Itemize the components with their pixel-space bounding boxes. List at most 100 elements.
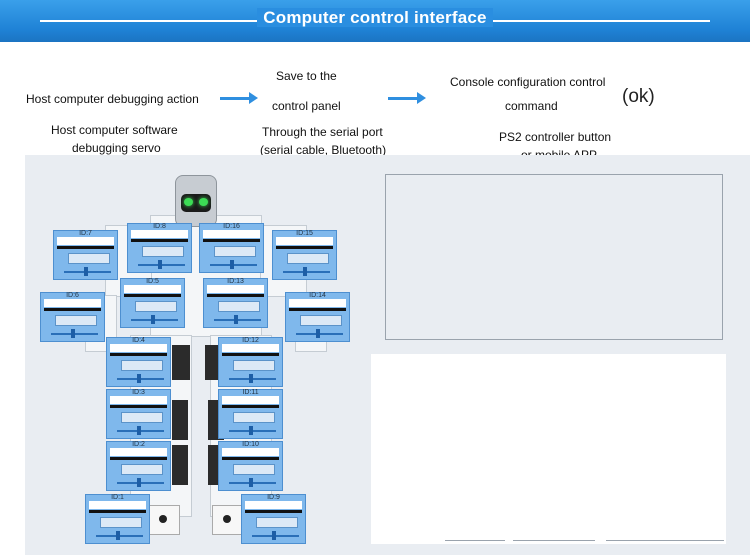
robot-head [175, 175, 217, 227]
servo-value-field[interactable] [233, 360, 275, 371]
servo-stripe [44, 308, 101, 311]
servo-panel[interactable]: ID:7 [53, 230, 118, 280]
servo-slider-knob[interactable] [151, 315, 155, 324]
servo-value-field[interactable] [100, 517, 142, 528]
servo-panel[interactable]: ID:10 [218, 441, 283, 491]
servo-stripe [89, 510, 146, 513]
servo-value-field[interactable] [233, 412, 275, 423]
servo-slider-knob[interactable] [84, 267, 88, 276]
servo-stripe [131, 239, 188, 242]
arrow-right-icon [220, 92, 258, 104]
caption-ps2-line1: PS2 controller button [499, 130, 612, 144]
servo-value-field[interactable] [142, 246, 184, 257]
servo-stripe [207, 294, 264, 297]
servo-slider-knob[interactable] [230, 260, 234, 269]
servo-slider-track [124, 285, 181, 293]
servo-slider-track [222, 448, 279, 456]
servo-slider-knob[interactable] [249, 478, 253, 487]
servo-slider-track [57, 237, 114, 245]
servo-panel[interactable]: ID:12 [218, 337, 283, 387]
footer-button-line [513, 540, 595, 541]
flow-step-debugging: Host computer debugging action [26, 92, 199, 106]
servo-slider-knob[interactable] [158, 260, 162, 269]
servo-panel[interactable]: ID:11 [218, 389, 283, 439]
servo-value-field[interactable] [287, 253, 329, 264]
servo-stripe [110, 457, 167, 460]
servo-value-field[interactable] [68, 253, 110, 264]
servo-slider-knob[interactable] [116, 531, 120, 540]
robot-joint [172, 445, 188, 485]
servo-stripe [124, 294, 181, 297]
robot-joint [172, 400, 188, 440]
servo-slider-track [245, 501, 302, 509]
servo-value-field[interactable] [121, 412, 163, 423]
servo-value-field[interactable] [55, 315, 97, 326]
servo-slider-knob[interactable] [234, 315, 238, 324]
servo-slider-track [289, 299, 346, 307]
servo-stripe [276, 246, 333, 249]
arrow-right-icon [388, 92, 426, 104]
servo-slider-track [203, 230, 260, 238]
servo-id: ID:15 [296, 230, 313, 237]
servo-value-field[interactable] [214, 246, 256, 257]
servo-value-field[interactable] [121, 360, 163, 371]
servo-panel[interactable]: ID:8 [127, 223, 192, 273]
page-title: Computer control interface [0, 8, 750, 28]
robot-eye-icon [184, 198, 193, 206]
servo-slider-track [44, 299, 101, 307]
servo-slider-track [276, 237, 333, 245]
servo-slider-knob[interactable] [137, 426, 141, 435]
servo-panel[interactable]: ID:15 [272, 230, 337, 280]
header-banner: Computer control interface [0, 0, 750, 42]
control-white-area [371, 354, 726, 544]
caption-software-line2: debugging servo [72, 141, 161, 155]
servo-id: ID:1 [111, 494, 124, 501]
foot-screw-icon [223, 515, 231, 523]
servo-stripe [57, 246, 114, 249]
robot-joint [172, 345, 190, 380]
servo-value-field[interactable] [233, 464, 275, 475]
servo-panel[interactable]: ID:1 [85, 494, 150, 544]
servo-slider-knob[interactable] [137, 478, 141, 487]
servo-id: ID:12 [242, 337, 259, 344]
servo-id: ID:16 [223, 223, 240, 230]
servo-panel[interactable]: ID:6 [40, 292, 105, 342]
servo-slider-knob[interactable] [137, 374, 141, 383]
page-title-text: Computer control interface [257, 8, 493, 27]
servo-value-field[interactable] [300, 315, 342, 326]
servo-slider-track [131, 230, 188, 238]
servo-panel[interactable]: ID:4 [106, 337, 171, 387]
servo-value-field[interactable] [121, 464, 163, 475]
footer-button-line [445, 540, 505, 541]
servo-panel[interactable]: ID:16 [199, 223, 264, 273]
servo-slider-knob[interactable] [249, 374, 253, 383]
servo-slider-knob[interactable] [272, 531, 276, 540]
control-list-box[interactable] [385, 174, 723, 340]
servo-panel[interactable]: ID:5 [120, 278, 185, 328]
servo-panel[interactable]: ID:13 [203, 278, 268, 328]
servo-slider-knob[interactable] [249, 426, 253, 435]
ok-label: (ok) [622, 86, 655, 107]
servo-value-field[interactable] [256, 517, 298, 528]
servo-stripe [245, 510, 302, 513]
servo-slider-knob[interactable] [303, 267, 307, 276]
robot-face [181, 194, 211, 212]
servo-id: ID:11 [242, 389, 259, 396]
servo-slider-track [222, 344, 279, 352]
flow-step-save-line1: Save to the [276, 69, 337, 83]
servo-value-field[interactable] [135, 301, 177, 312]
servo-id: ID:6 [66, 292, 79, 299]
servo-panel[interactable]: ID:14 [285, 292, 350, 342]
servo-panel[interactable]: ID:9 [241, 494, 306, 544]
caption-serial-line1: Through the serial port [262, 125, 383, 139]
servo-stripe [289, 308, 346, 311]
servo-stripe [110, 353, 167, 356]
servo-slider-knob[interactable] [316, 329, 320, 338]
servo-panel[interactable]: ID:3 [106, 389, 171, 439]
caption-software-line1: Host computer software [51, 123, 178, 137]
footer-button-line [606, 540, 724, 541]
servo-panel[interactable]: ID:2 [106, 441, 171, 491]
flow-step-console-line2: command [505, 99, 558, 113]
servo-slider-knob[interactable] [71, 329, 75, 338]
servo-value-field[interactable] [218, 301, 260, 312]
